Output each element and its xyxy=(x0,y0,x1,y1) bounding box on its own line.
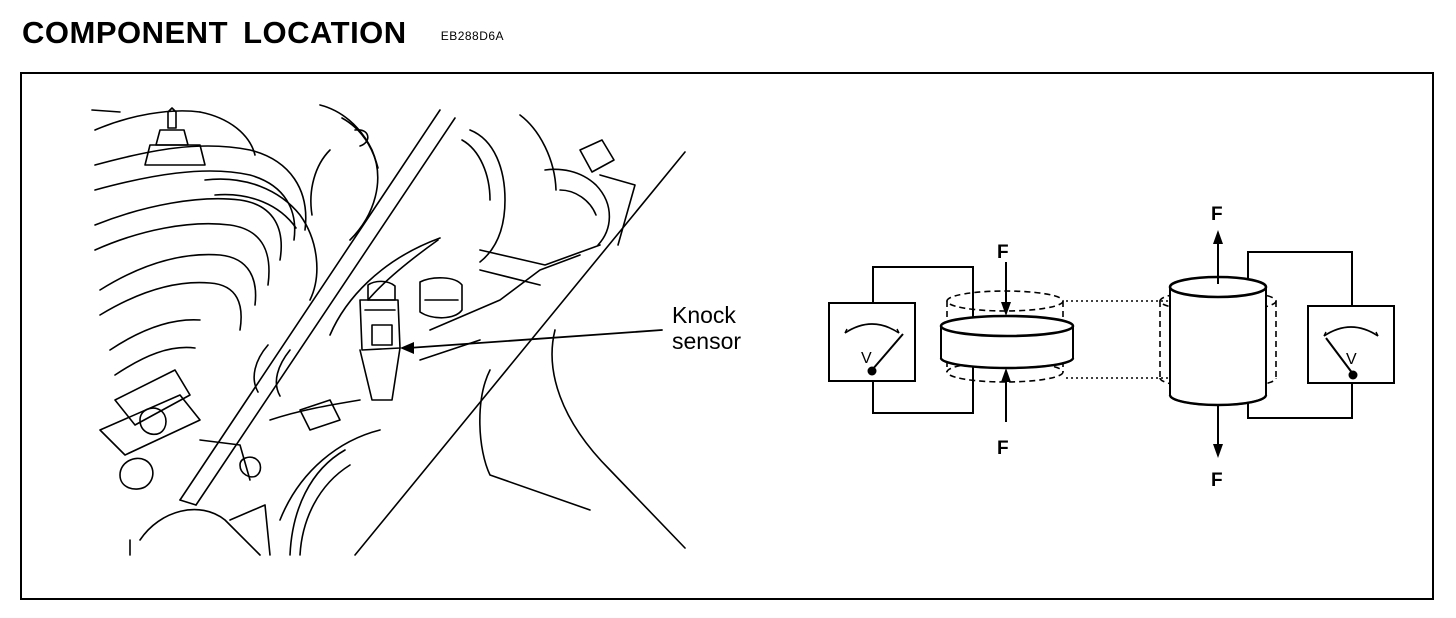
top-bolt xyxy=(144,107,206,166)
compressed-disc xyxy=(939,314,1075,370)
meter-pivot-left xyxy=(867,366,877,376)
knock-sensor-body xyxy=(329,237,463,401)
page-title: COMPONENT LOCATION xyxy=(22,15,407,50)
mount-bracket xyxy=(99,369,341,490)
meter-pivot-right xyxy=(1348,370,1358,380)
compression-arrows xyxy=(1001,262,1011,422)
stretched-cylinder xyxy=(1168,275,1268,407)
lower-block xyxy=(139,244,686,556)
voltmeter-left xyxy=(828,302,916,382)
compression-diagram xyxy=(828,262,1172,422)
wire-top-right xyxy=(1247,251,1353,306)
intake-runners xyxy=(94,110,318,376)
knock-label-line1: Knock xyxy=(672,302,736,328)
force-label-top-right: F xyxy=(1211,204,1223,225)
knock-label-line2: sensor xyxy=(672,328,741,354)
force-label-bottom-left: F xyxy=(997,438,1009,459)
meter-letter-left: V xyxy=(861,350,872,367)
tension-arrows xyxy=(1213,230,1223,458)
engine-bay-illustration xyxy=(91,104,686,556)
dipstick-tube xyxy=(179,109,456,506)
wire-bottom-left xyxy=(872,365,974,414)
force-label-top-left: F xyxy=(997,242,1009,263)
force-label-bottom-right: F xyxy=(1211,470,1223,491)
tension-diagram xyxy=(1159,230,1395,458)
upper-hoses xyxy=(310,104,636,263)
wire-top-left xyxy=(872,266,974,318)
meter-letter-right: V xyxy=(1346,351,1357,368)
voltmeter-right xyxy=(1307,305,1395,384)
knock-sensor-callout xyxy=(400,329,663,354)
document-code: EB288D6A xyxy=(440,29,505,43)
figure-frame xyxy=(20,72,1434,600)
wire-bottom-right xyxy=(1247,383,1353,419)
page-header: COMPONENT LOCATION EB288D6A xyxy=(22,4,504,48)
